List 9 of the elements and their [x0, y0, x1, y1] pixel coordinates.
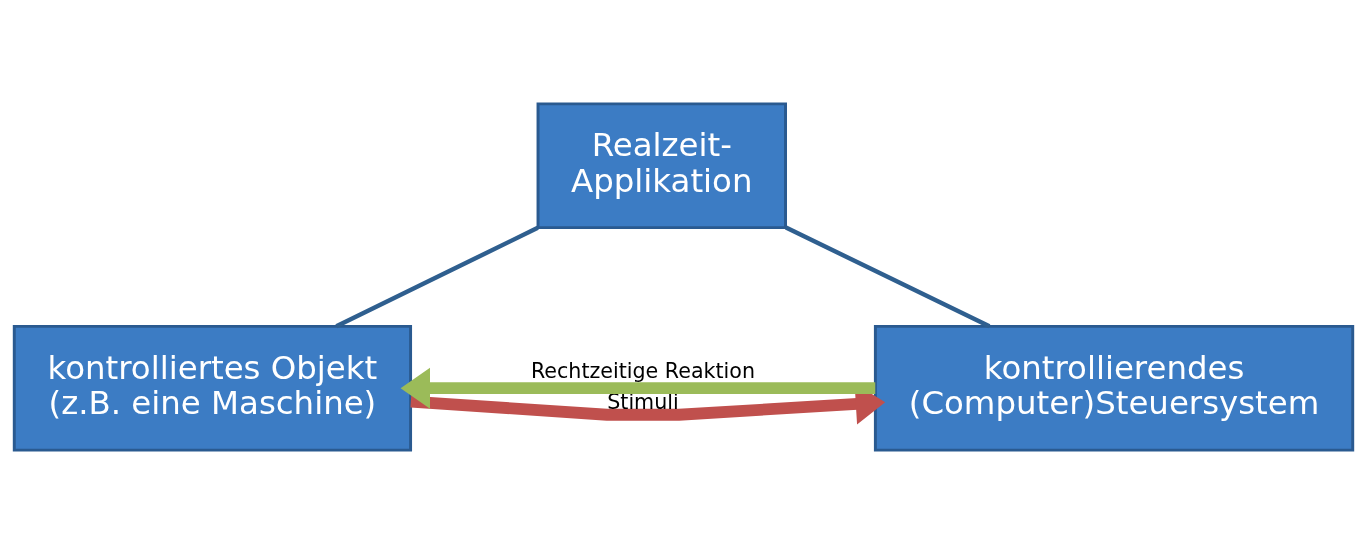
- edge-label: Rechtzeitige Reaktion: [530, 358, 755, 383]
- node-box: Realzeit-Applikation: [536, 101, 787, 229]
- node-box: kontrollierendes (Computer)Steuersystem: [873, 324, 1355, 452]
- connector: [335, 225, 539, 328]
- edge-label: Stimuli: [607, 389, 679, 414]
- arrow: [410, 382, 886, 425]
- connector: [785, 225, 991, 328]
- node-box: kontrolliertes Objekt (z.B. eine Maschine): [12, 324, 413, 452]
- arrow: [400, 367, 876, 409]
